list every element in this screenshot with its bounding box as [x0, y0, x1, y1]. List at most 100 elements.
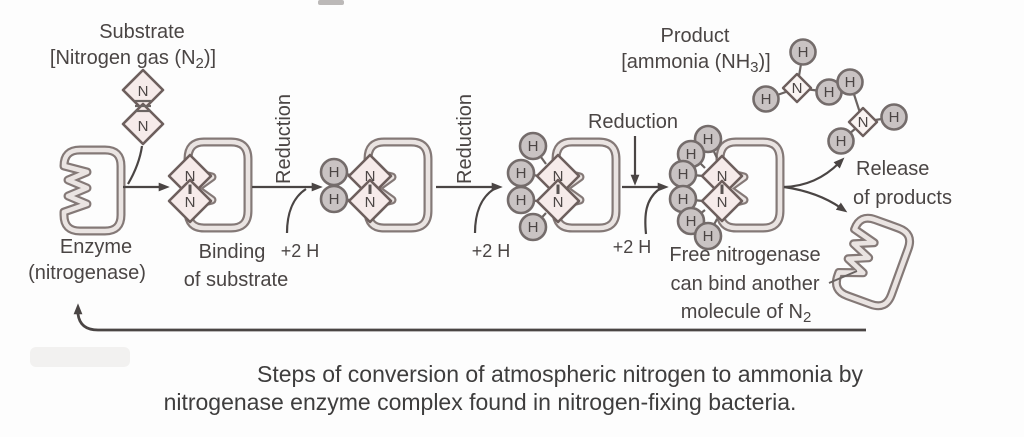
- enzyme-4h-state: N N H H H H: [506, 131, 621, 242]
- n-diamond: [847, 106, 879, 138]
- plus2h-merge-line-2: [473, 188, 495, 234]
- product-formula-pre: [ammonia (NH: [621, 51, 750, 73]
- caption-line2: nitrogenase enzyme complex found in nitr…: [164, 389, 797, 415]
- binding-label-line2: of substrate: [184, 269, 289, 291]
- reduction-label-3: Reduction: [588, 111, 678, 133]
- release-arrow-down: [783, 185, 848, 213]
- h-atom-label: H: [836, 133, 847, 150]
- bound-n-diamond: [535, 178, 581, 224]
- free-enzyme-line3-sub: 2: [803, 309, 811, 326]
- plus2h-merge-line-1: [285, 188, 307, 234]
- binding-label-line1: Binding: [199, 241, 266, 263]
- h-atom: [827, 127, 855, 155]
- h-atom-label: H: [686, 213, 697, 230]
- h-atom: [518, 131, 548, 161]
- n-atom-label: N: [717, 194, 728, 211]
- substrate-connector-line: [127, 145, 144, 185]
- h-atom: [506, 185, 536, 215]
- enzyme-label-line1: Enzyme: [60, 236, 132, 258]
- plus2h-label-1: +2 H: [281, 241, 320, 261]
- enzyme-shape: [59, 145, 126, 236]
- triple-bond: [135, 99, 151, 113]
- h-atom-label: H: [703, 228, 714, 245]
- n-atom-label: N: [185, 168, 196, 185]
- n-atom-label: N: [365, 168, 376, 185]
- recycle-arrow: [73, 303, 866, 332]
- enzyme-free-start: Enzyme (nitrogenase): [28, 145, 146, 284]
- top-edge-smudge: [318, 0, 344, 5]
- enzyme-label-line2: (nitrogenase): [28, 262, 146, 284]
- h-atom-label: H: [528, 138, 539, 155]
- release-label-line2: of products: [853, 187, 952, 209]
- substrate-formula-post: )]: [204, 47, 216, 69]
- product-title: Product: [661, 25, 730, 47]
- h-atom-label: H: [798, 44, 809, 61]
- substrate-title: Substrate: [99, 21, 185, 43]
- free-enzyme-pointer-line: [828, 270, 858, 284]
- h-atom-label: H: [329, 191, 340, 208]
- h-atom-label: H: [686, 146, 697, 163]
- free-enzyme-label-line1: Free nitrogenase: [669, 244, 820, 266]
- n-diamond: [781, 72, 813, 104]
- enzyme-6h-state: N N H H H H H H Free nitrogenase can bin…: [668, 124, 821, 326]
- product-section: Product [ammonia (NH3)] N H H H N H H: [621, 25, 908, 155]
- h-atom-label: H: [516, 192, 527, 209]
- substrate-formula-pre: [Nitrogen gas (N: [50, 47, 196, 69]
- n-atom-label: N: [138, 118, 149, 135]
- h-atom-label: H: [703, 131, 714, 148]
- free-enzyme-line3-pre: molecule of N: [681, 301, 803, 323]
- h-atom-label: H: [761, 91, 772, 108]
- h-atom: [518, 212, 548, 242]
- nh3-molecule-1: N H H H: [752, 38, 843, 113]
- substrate-formula: [Nitrogen gas (N2)]: [50, 47, 216, 72]
- h-atom-label: H: [528, 219, 539, 236]
- n-atom-label: N: [717, 168, 728, 185]
- n-atom-label: N: [138, 83, 149, 100]
- n-atom-label: N: [553, 168, 564, 185]
- free-enzyme-label-line3: molecule of N2: [681, 301, 812, 326]
- h-atom: [693, 221, 723, 251]
- n2-molecule: N N: [121, 68, 165, 146]
- enzyme-free-end: [831, 213, 915, 311]
- nh3-molecule-2: N H H H: [827, 68, 908, 155]
- watermark-smudge: [30, 347, 130, 367]
- h-atom-label: H: [824, 84, 835, 101]
- reduction-label-2: Reduction: [454, 94, 476, 184]
- plus2h-label-3: +2 H: [613, 237, 652, 257]
- h-atom-label: H: [889, 109, 900, 126]
- free-enzyme-label-line2: can bind another: [670, 273, 819, 295]
- bound-n-diamond: [700, 179, 744, 223]
- h-atom: [752, 85, 780, 113]
- n-atom-label: N: [365, 194, 376, 211]
- h-atom-label: H: [516, 165, 527, 182]
- substrate-formula-sub: 2: [196, 55, 204, 72]
- h-atom: [880, 103, 908, 131]
- enzyme-2h-state: N N H H: [319, 137, 433, 233]
- substrate-section: Substrate [Nitrogen gas (N2)] N N: [50, 21, 216, 185]
- n-atom-label: N: [185, 194, 196, 211]
- enzyme-binding-state: N N Binding of substrate: [167, 137, 289, 291]
- n-atom-label: N: [858, 114, 869, 131]
- product-formula-post: )]: [759, 51, 771, 73]
- product-formula: [ammonia (NH3)]: [621, 51, 770, 76]
- h-atom-label: H: [329, 164, 340, 181]
- bound-n-diamond: [167, 178, 213, 224]
- h-atom-label: H: [678, 166, 689, 183]
- reduction-label-1: Reduction: [273, 94, 295, 184]
- h-atom: [789, 38, 817, 66]
- release-arrow-up: [783, 157, 845, 189]
- n-atom-label: N: [553, 194, 564, 211]
- h-atom-label: H: [678, 191, 689, 208]
- n-atom-label: N: [792, 80, 803, 97]
- caption-line1: Steps of conversion of atmospheric nitro…: [257, 361, 863, 387]
- bound-n-diamond: [347, 178, 393, 224]
- plus2h-label-2: +2 H: [472, 241, 511, 261]
- release-label-line1: Release: [856, 158, 929, 180]
- product-formula-sub: 3: [750, 59, 758, 76]
- n2-diamond-top: [121, 68, 165, 112]
- h-atom: [319, 184, 349, 214]
- h-atom: [836, 68, 864, 96]
- h-atom-label: H: [845, 74, 856, 91]
